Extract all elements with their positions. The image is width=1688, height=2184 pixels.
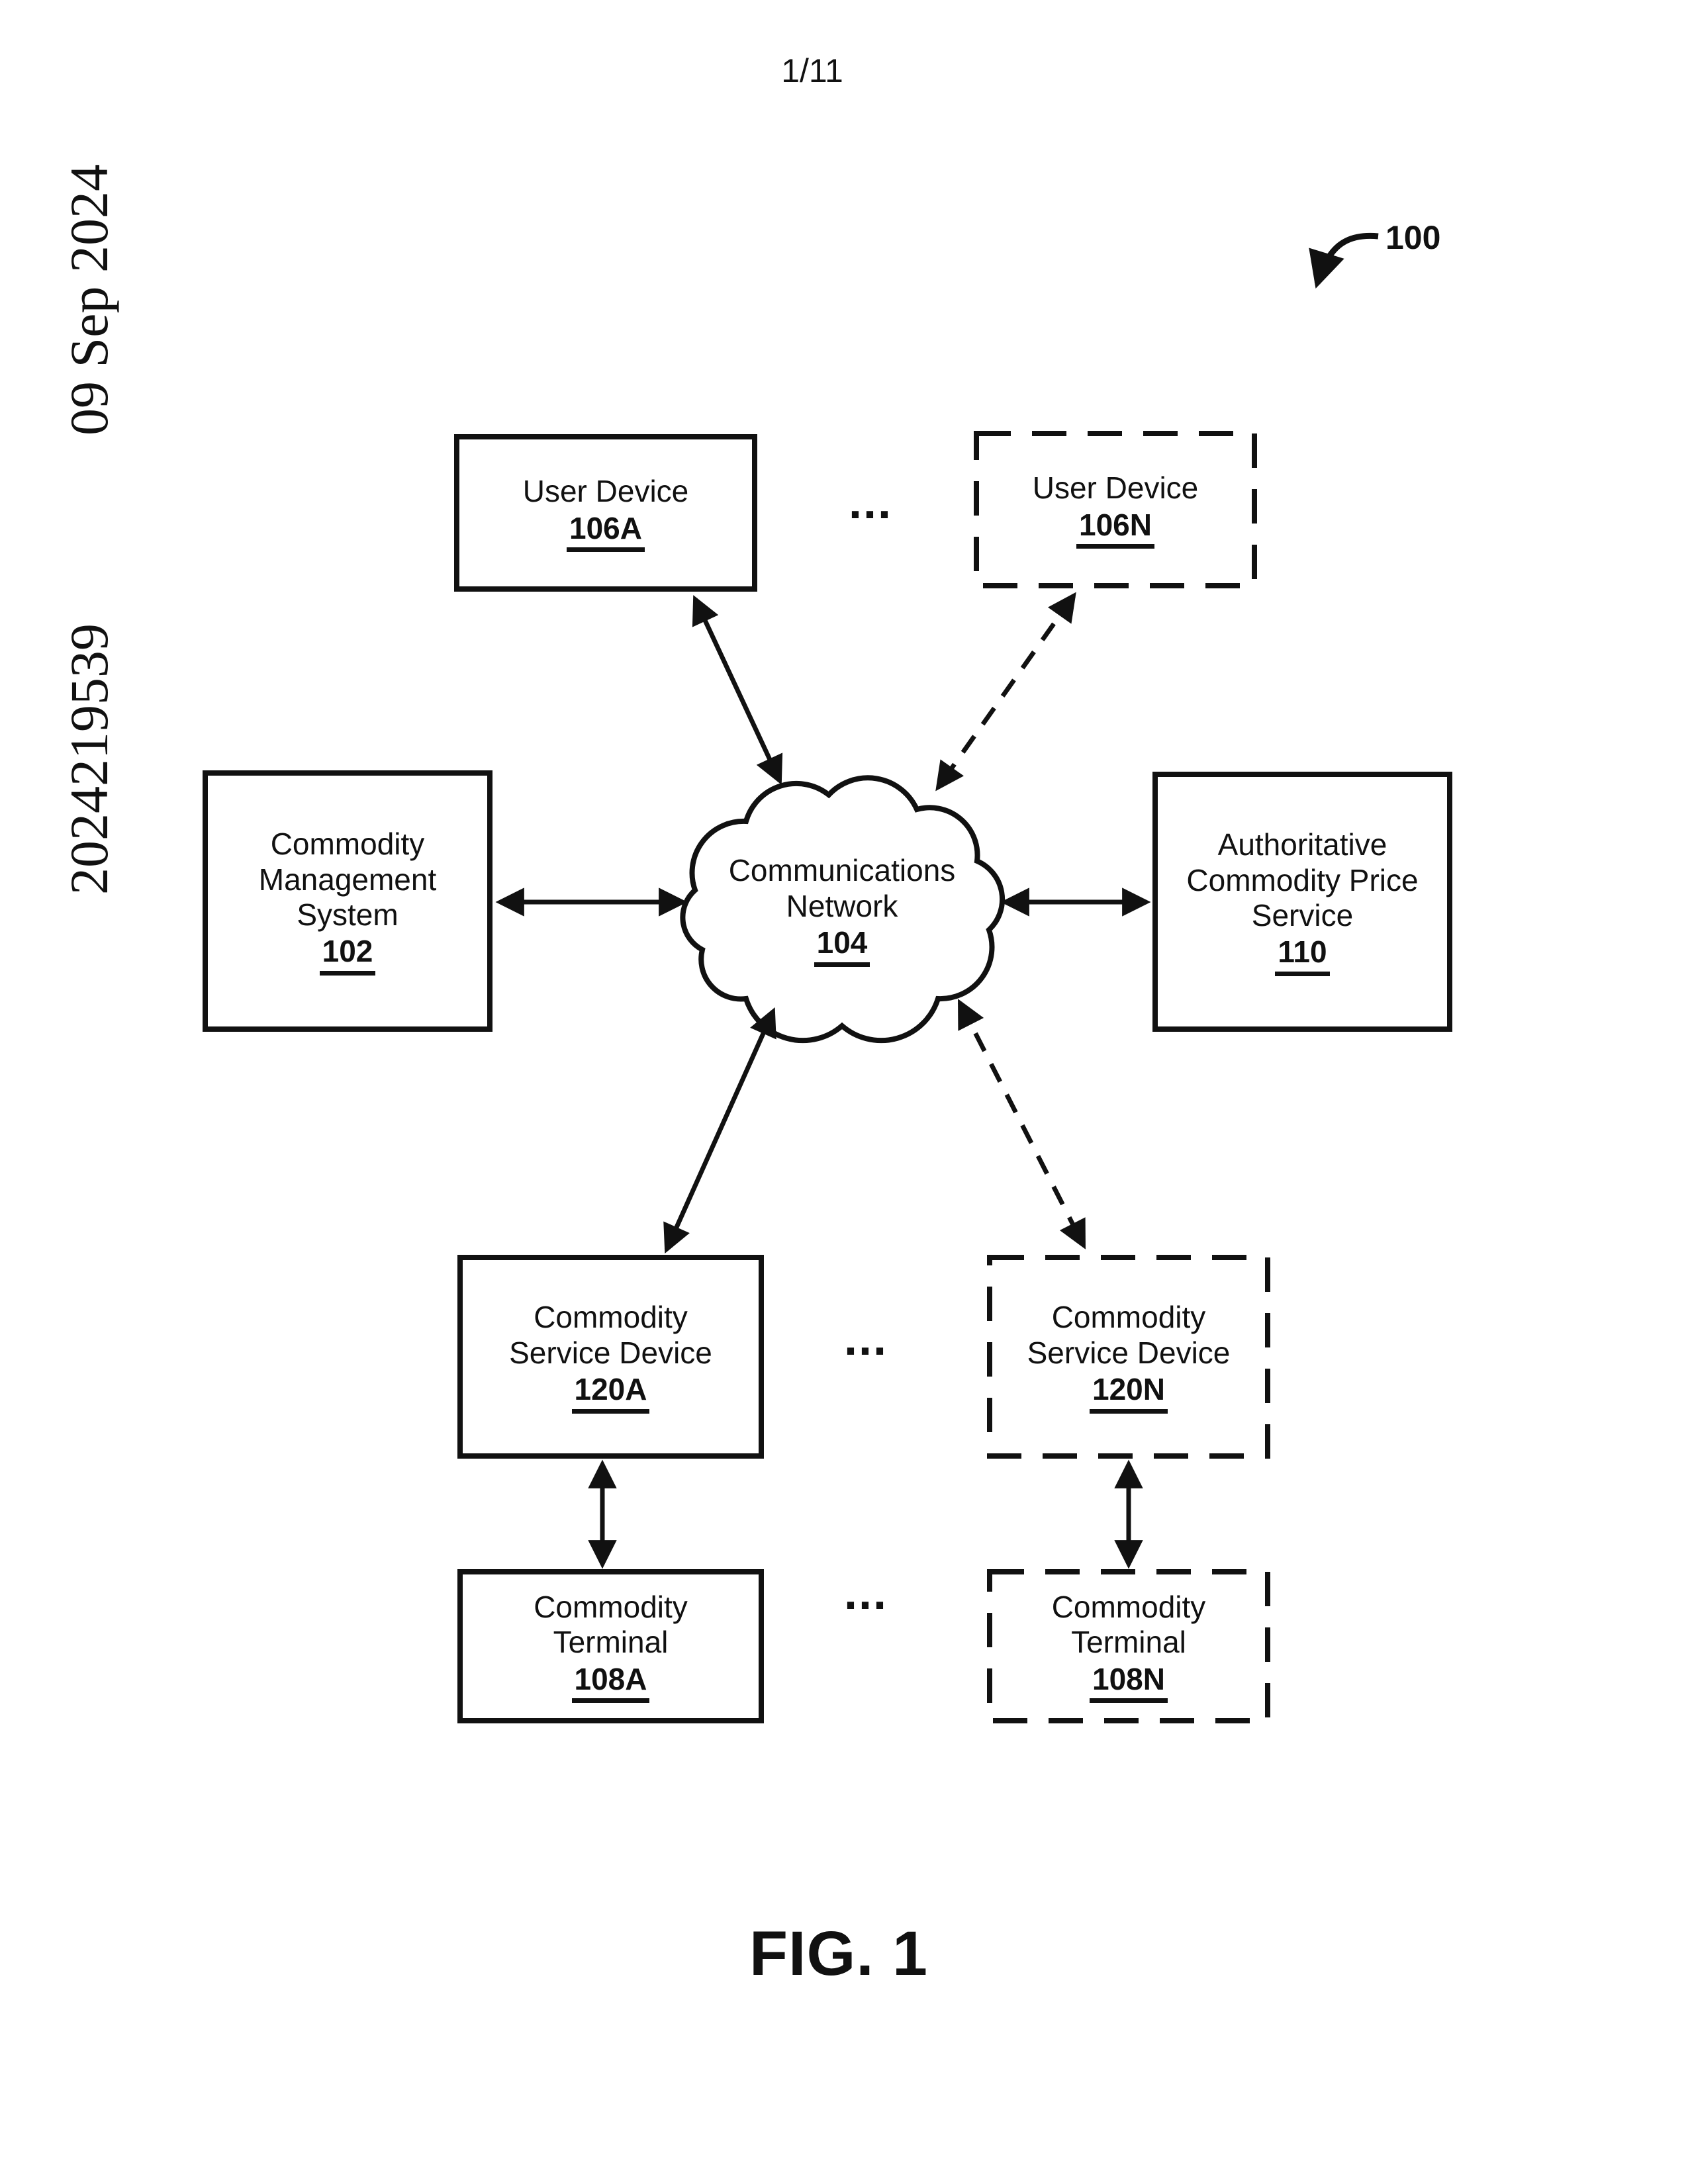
ellipsis-terminals: ...	[844, 1567, 888, 1619]
node-label: Terminal	[1071, 1625, 1186, 1660]
node-label: Authoritative	[1217, 827, 1387, 862]
sheet-number: 1/11	[781, 52, 843, 89]
node-commodity-management-system: Commodity Management System 102	[205, 773, 490, 1029]
node-label: Service Device	[509, 1335, 712, 1370]
node-label: Network	[786, 888, 898, 923]
leader-arrow-100	[1309, 232, 1379, 289]
box-user-device-106a	[454, 434, 757, 592]
node-ref: 120A	[571, 1372, 650, 1414]
box-commodity-terminal-108n	[987, 1569, 1270, 1723]
node-label: Commodity	[1051, 1300, 1206, 1335]
node-label: Terminal	[553, 1625, 669, 1660]
figure-label: FIG. 1	[749, 1919, 928, 1989]
ellipsis-service-devices: ...	[844, 1312, 888, 1365]
node-ref: 108A	[571, 1662, 650, 1704]
node-ref: 102	[319, 934, 376, 976]
node-commodity-service-device-120n: Commodity Service Device 120N	[990, 1257, 1268, 1456]
arrow-network-service-device-120a	[663, 1007, 776, 1253]
node-label: Service Device	[1027, 1335, 1231, 1370]
node-label: Commodity	[534, 1300, 688, 1335]
arrow-network-user-device-106n-dashed	[935, 592, 1076, 792]
node-commodity-terminal-108n: Commodity Terminal 108N	[990, 1572, 1268, 1721]
box-commodity-service-device-120n	[987, 1255, 1270, 1459]
node-label: System	[297, 897, 399, 932]
node-ref: 110	[1275, 934, 1330, 976]
node-authoritative-commodity-price-service: Authoritative Commodity Price Service 11…	[1155, 774, 1450, 1029]
margin-date: 09 Sep 2024	[59, 164, 119, 435]
cloud-communications-network	[680, 775, 1006, 1044]
node-ref: 108N	[1090, 1662, 1168, 1704]
margin-strip: 2024219539 09 Sep 2024	[56, 164, 122, 895]
node-label: User Device	[522, 474, 689, 509]
box-commodity-management-system-102	[203, 770, 492, 1032]
node-user-device-106n: User Device 106N	[976, 433, 1254, 586]
box-commodity-terminal-108a	[457, 1569, 764, 1723]
node-ref: 106A	[567, 511, 645, 552]
node-ref: 104	[814, 925, 870, 967]
node-label: Commodity	[534, 1589, 688, 1624]
node-label: Commodity	[270, 827, 425, 862]
node-label: Communications	[728, 853, 956, 888]
box-commodity-service-device-120a	[457, 1255, 764, 1459]
margin-application-number: 2024219539	[59, 623, 119, 895]
arrow-network-service-device-120n-dashed	[957, 999, 1086, 1250]
node-communications-network: Communications Network 104	[693, 821, 991, 999]
node-label: User Device	[1032, 471, 1199, 506]
arrow-network-user-device-106a	[692, 595, 783, 785]
node-label: Service	[1251, 898, 1354, 933]
node-ref: 120N	[1090, 1372, 1168, 1414]
node-label: Commodity Price	[1186, 862, 1419, 897]
node-ref: 106N	[1076, 508, 1154, 549]
node-user-device-106a: User Device 106A	[457, 437, 755, 589]
diagram-reference-number: 100	[1385, 219, 1441, 256]
ellipsis-user-devices: ...	[849, 476, 893, 529]
node-commodity-service-device-120a: Commodity Service Device 120A	[460, 1257, 761, 1456]
node-label: Commodity	[1051, 1589, 1206, 1624]
box-authoritative-commodity-price-service-110	[1152, 772, 1452, 1032]
box-user-device-106n	[974, 431, 1257, 588]
node-label: Management	[258, 862, 437, 897]
node-commodity-terminal-108a: Commodity Terminal 108A	[460, 1572, 761, 1721]
